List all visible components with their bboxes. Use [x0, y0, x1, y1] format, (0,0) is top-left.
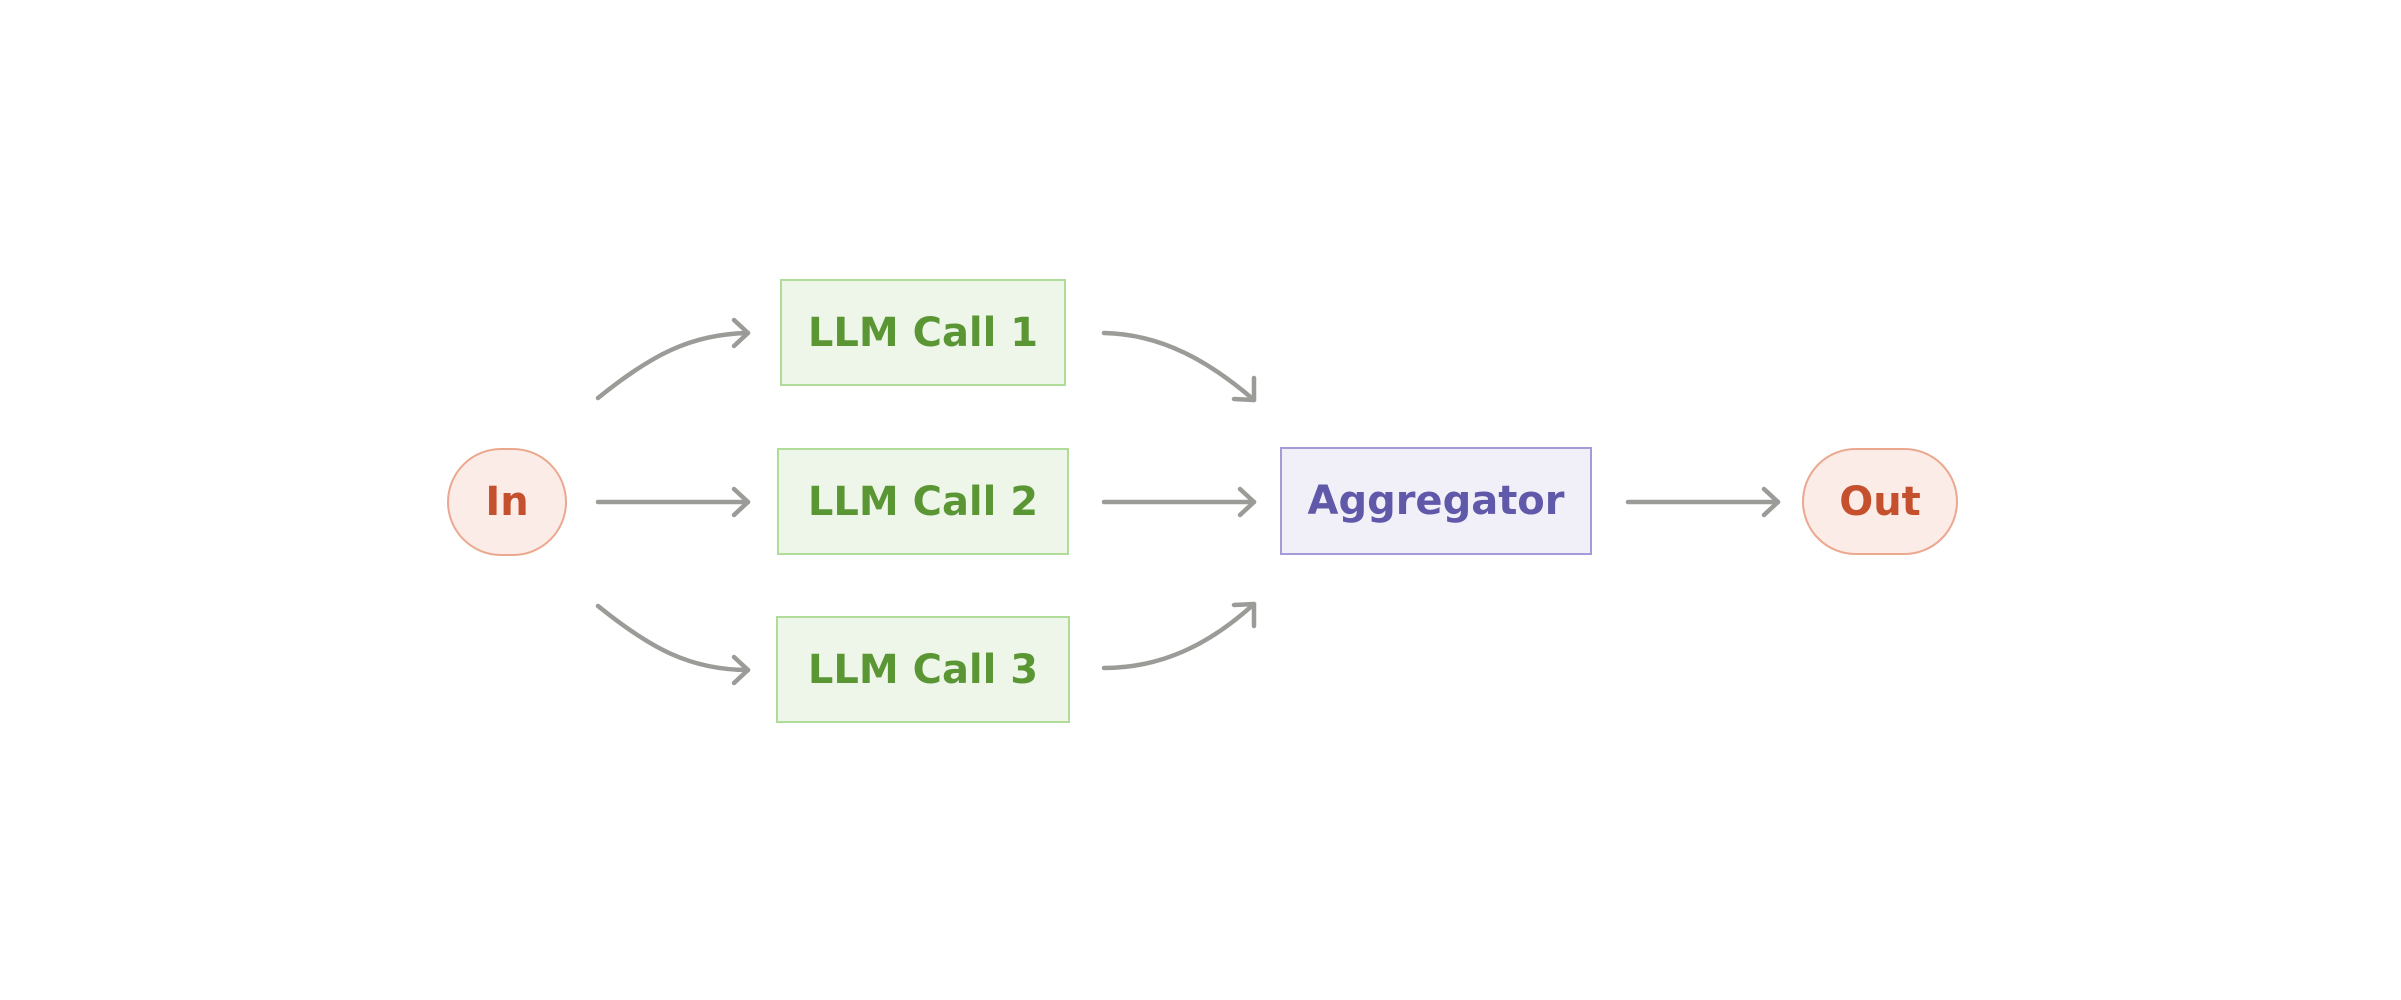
input-node: In: [447, 448, 567, 556]
edge-in-to-llm-call-3: [595, 603, 751, 686]
llm-call-3-label: LLM Call 3: [807, 646, 1039, 693]
output-node-label: Out: [1839, 478, 1921, 525]
edge-llm-call-1-to-aggregator: [1101, 330, 1257, 403]
aggregator-label: Aggregator: [1307, 478, 1565, 524]
llm-call-1-node: LLM Call 1: [780, 279, 1066, 386]
edge-in-to-llm-call-2: [595, 486, 751, 518]
llm-call-3-node: LLM Call 3: [776, 616, 1070, 723]
aggregator-node: Aggregator: [1280, 447, 1592, 555]
llm-call-2-label: LLM Call 2: [807, 478, 1039, 525]
edge-llm-call-2-to-aggregator: [1101, 486, 1257, 518]
edge-in-to-llm-call-1: [595, 317, 751, 401]
edge-aggregator-to-out: [1625, 486, 1781, 518]
llm-call-2-node: LLM Call 2: [777, 448, 1069, 555]
llm-call-1-label: LLM Call 1: [807, 309, 1039, 356]
edge-llm-call-3-to-aggregator: [1101, 601, 1257, 671]
output-node: Out: [1802, 448, 1958, 555]
input-node-label: In: [485, 479, 529, 525]
